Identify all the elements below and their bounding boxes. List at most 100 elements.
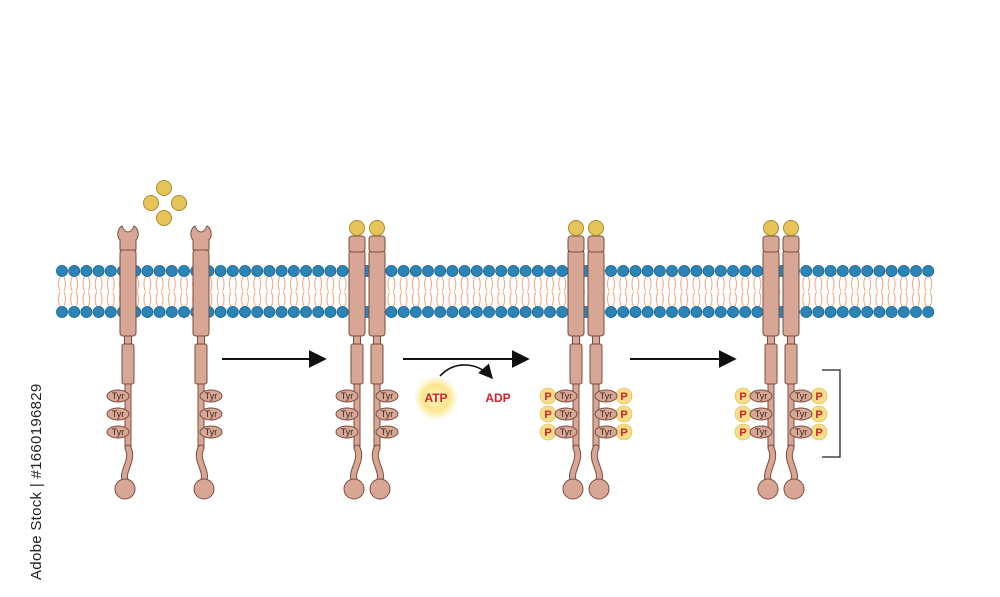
lipid-head <box>885 265 898 277</box>
lipid-tail <box>887 276 896 307</box>
tyrosine-residue <box>199 389 223 403</box>
lipid-head <box>239 265 251 277</box>
lipid-head <box>312 306 325 318</box>
tyrosine-label: Tyr <box>755 427 768 437</box>
lipid-head <box>910 265 922 277</box>
tyrosine-residue <box>749 407 773 421</box>
tail-knob <box>588 478 610 500</box>
tail-knob <box>757 478 779 500</box>
bracket-icon <box>822 369 841 458</box>
tail-curve <box>765 445 776 483</box>
lipid-tail <box>924 276 933 307</box>
lipid-tail <box>619 276 628 307</box>
lipid-head <box>483 306 495 318</box>
watermark-label: Adobe Stock | #1660196829 <box>28 383 45 580</box>
bound-ligand <box>568 220 584 236</box>
tyrosine-residue <box>749 389 773 403</box>
lipid-tail <box>387 276 396 307</box>
lipid-tail <box>802 276 811 307</box>
linker-segment <box>572 335 580 345</box>
lipid-head <box>470 306 483 318</box>
tail-curve <box>570 445 581 483</box>
kinase-domain <box>589 343 603 385</box>
lipid-tail <box>216 276 225 307</box>
lipid-head <box>897 306 910 318</box>
lipid-tail <box>863 276 872 307</box>
lipid-head <box>495 306 508 318</box>
tyrosine-residue <box>594 389 618 403</box>
free-ligand <box>156 210 172 226</box>
tyrosine-residue <box>789 425 813 439</box>
lipid-head <box>531 306 544 318</box>
linker-segment <box>353 335 361 345</box>
lipid-tail <box>424 276 432 307</box>
free-ligand <box>156 180 172 196</box>
transmembrane-segment <box>192 249 210 337</box>
tyrosine-residue <box>594 425 618 439</box>
tail-curve <box>591 445 602 483</box>
lipid-tail <box>558 276 567 307</box>
tail-knob <box>369 478 391 500</box>
lipid-head <box>678 306 691 318</box>
lipid-head <box>702 265 715 277</box>
lipid-tail <box>143 276 152 307</box>
lipid-head <box>714 265 727 277</box>
lipid-tail <box>655 276 664 307</box>
lipid-tail <box>826 276 835 307</box>
lipid-tail <box>704 276 713 307</box>
lipid-head <box>714 306 727 318</box>
lipid-head <box>458 306 471 318</box>
ligand-binding-site <box>117 225 139 251</box>
tail-knob <box>343 478 365 500</box>
lipid-tail <box>643 276 652 307</box>
tyrosine-label: Tyr <box>381 427 394 437</box>
lipid-head <box>653 306 666 318</box>
lipid-tail <box>338 276 347 307</box>
lipid-tail <box>680 276 689 307</box>
tail-knob <box>114 478 136 500</box>
tyrosine-label: Tyr <box>795 391 808 401</box>
lipid-head <box>727 306 739 318</box>
tyrosine-label: Tyr <box>205 391 218 401</box>
tyrosine-label: Tyr <box>112 409 125 419</box>
lipid-head <box>287 265 300 277</box>
lipid-head <box>666 265 678 277</box>
lipid-head <box>507 265 520 277</box>
transmembrane-segment <box>762 249 780 337</box>
tyrosine-residue <box>106 425 130 439</box>
lipid-head <box>92 265 105 277</box>
tyrosine-residue <box>789 407 813 421</box>
lipid-tail <box>692 276 701 307</box>
tyrosine-residue <box>335 407 359 421</box>
lipid-head <box>446 306 459 318</box>
tyrosine-residue <box>789 389 813 403</box>
lipid-tail <box>289 276 298 307</box>
transmembrane-segment <box>567 249 585 337</box>
tail-knob <box>193 478 215 500</box>
binding-domain <box>762 235 780 253</box>
tyrosine-label: Tyr <box>341 391 354 401</box>
tail-curve <box>122 445 133 483</box>
lipid-head <box>812 265 825 277</box>
lipid-head <box>544 265 556 277</box>
lipid-head <box>104 306 117 318</box>
tyrosine-residue <box>199 407 223 421</box>
lipid-head <box>544 306 556 318</box>
lipid-tail <box>106 276 115 307</box>
lipid-head <box>80 306 93 318</box>
tyrosine-label: Tyr <box>205 427 218 437</box>
binding-domain <box>587 235 605 253</box>
lipid-head <box>275 265 288 277</box>
lipid-head <box>300 306 312 318</box>
lipid-head <box>409 265 422 277</box>
kinase-domain <box>194 343 208 385</box>
lipid-head <box>80 265 93 277</box>
tyrosine-label: Tyr <box>112 391 125 401</box>
transmembrane-segment <box>119 249 137 337</box>
bound-ligand <box>763 220 779 236</box>
lipid-head <box>409 306 422 318</box>
linker-segment <box>197 335 205 345</box>
cell-membrane <box>56 265 935 318</box>
